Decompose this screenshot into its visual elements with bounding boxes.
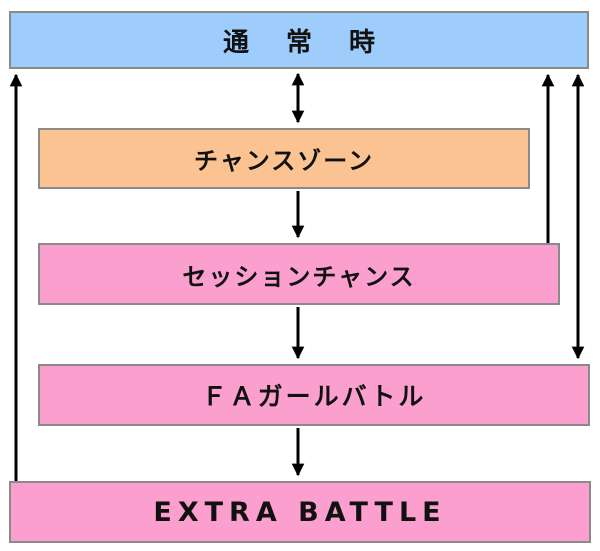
node-fa-girl-battle-label: ＦＡガールバトル — [201, 382, 427, 411]
node-normal: 通 常 時 — [9, 11, 589, 69]
node-fa-girl-battle: ＦＡガールバトル — [38, 364, 590, 426]
node-extra-battle-label: EXTRA BATTLE — [153, 496, 447, 528]
node-normal-label: 通 常 時 — [222, 27, 390, 58]
node-session-chance-label: セッションチャンス — [182, 262, 416, 291]
node-chance-zone-label: チャンスゾーン — [193, 147, 375, 175]
node-chance-zone: チャンスゾーン — [38, 128, 530, 189]
node-session-chance: セッションチャンス — [38, 243, 560, 305]
node-extra-battle: EXTRA BATTLE — [9, 481, 591, 543]
